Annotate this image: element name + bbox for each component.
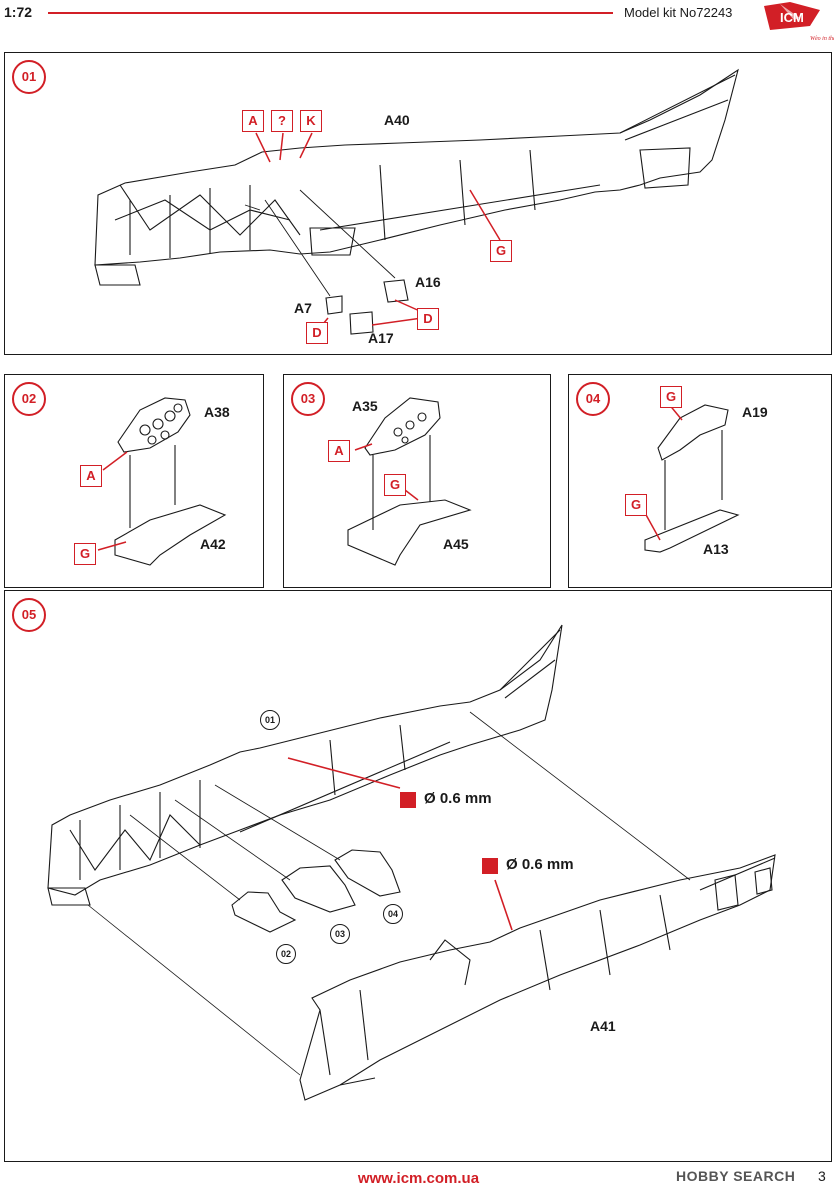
step-05-panel bbox=[4, 590, 832, 1162]
part-A45: A45 bbox=[443, 536, 469, 552]
step-02-panel bbox=[4, 374, 264, 588]
watermark: HOBBY SEARCH bbox=[676, 1168, 796, 1184]
step-04-badge: 04 bbox=[576, 382, 610, 416]
tag-paint-G-step04-bottom: G bbox=[625, 494, 647, 516]
drill-size-1: Ø 0.6 mm bbox=[424, 790, 492, 807]
page-number: 3 bbox=[818, 1168, 826, 1184]
svg-text:ICM: ICM bbox=[780, 10, 804, 25]
tag-paint-G-step04-top: G bbox=[660, 386, 682, 408]
tag-paint-D-left: D bbox=[306, 322, 328, 344]
step-05-badge: 05 bbox=[12, 598, 46, 632]
part-A35: A35 bbox=[352, 398, 378, 414]
tag-paint-A: A bbox=[242, 110, 264, 132]
tag-paint-K: K bbox=[300, 110, 322, 132]
part-A42: A42 bbox=[200, 536, 226, 552]
drill-icon-2 bbox=[482, 858, 498, 874]
svg-text:Wèo in the Sert: Wèo in the Sert bbox=[810, 36, 834, 42]
tag-paint-G: G bbox=[490, 240, 512, 262]
ref-step-03: 03 bbox=[330, 924, 350, 944]
step-03-panel bbox=[283, 374, 551, 588]
part-A40: A40 bbox=[384, 112, 410, 128]
part-A7: A7 bbox=[294, 300, 312, 316]
tag-paint-A-step02: A bbox=[80, 465, 102, 487]
header-rule bbox=[48, 12, 613, 14]
tag-paint-G-step02: G bbox=[74, 543, 96, 565]
tag-paint-unknown: ? bbox=[271, 110, 293, 132]
icm-logo: Wèo in the Sert ICM bbox=[764, 2, 834, 42]
part-A19: A19 bbox=[742, 404, 768, 420]
drill-icon-1 bbox=[400, 792, 416, 808]
part-A17: A17 bbox=[368, 330, 394, 346]
tag-paint-A-step03: A bbox=[328, 440, 350, 462]
footer-url[interactable]: www.icm.com.ua bbox=[357, 1170, 480, 1187]
tag-paint-D-right: D bbox=[417, 308, 439, 330]
step-01-badge: 01 bbox=[12, 60, 46, 94]
part-A13: A13 bbox=[703, 541, 729, 557]
step-04-panel bbox=[568, 374, 832, 588]
ref-step-01: 01 bbox=[260, 710, 280, 730]
part-A38: A38 bbox=[204, 404, 230, 420]
tag-paint-G-step03: G bbox=[384, 474, 406, 496]
part-A16: A16 bbox=[415, 274, 441, 290]
step-02-badge: 02 bbox=[12, 382, 46, 416]
kit-number: Model kit No72243 bbox=[624, 5, 733, 20]
part-A41: A41 bbox=[590, 1018, 616, 1034]
step-03-badge: 03 bbox=[291, 382, 325, 416]
step-01-panel bbox=[4, 52, 832, 355]
ref-step-02: 02 bbox=[276, 944, 296, 964]
ref-step-04: 04 bbox=[383, 904, 403, 924]
drill-size-2: Ø 0.6 mm bbox=[506, 856, 574, 873]
scale-label: 1:72 bbox=[4, 4, 33, 20]
